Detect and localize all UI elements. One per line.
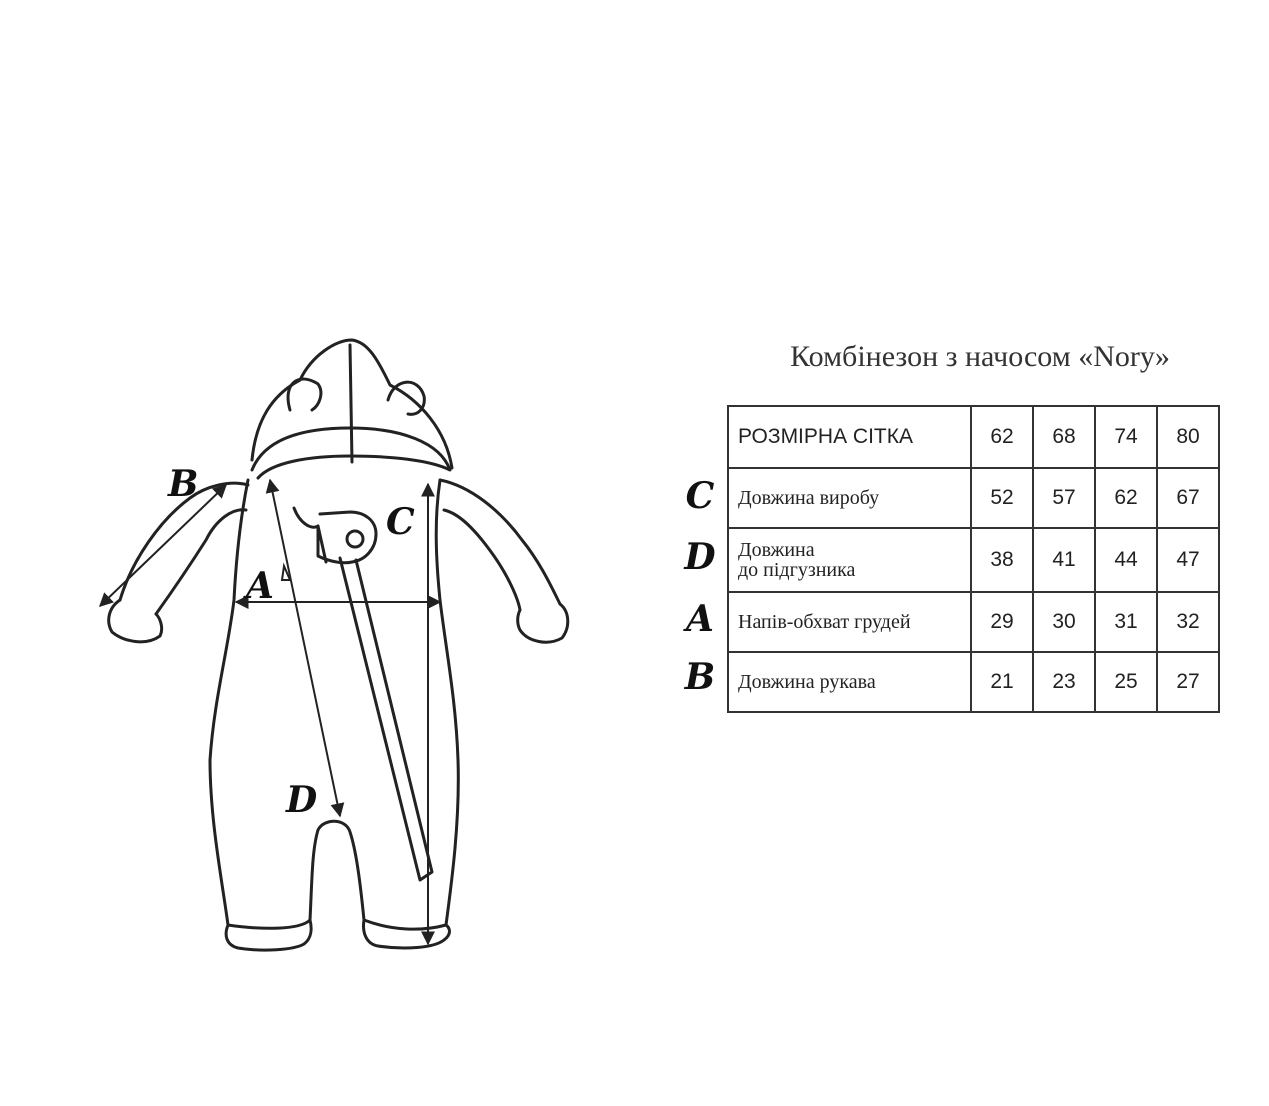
table-cell: 30 — [1032, 591, 1096, 653]
table-cell: 32 — [1156, 591, 1220, 653]
hood — [250, 338, 454, 470]
row-letter-b: B — [684, 656, 716, 698]
diagram-letter-a: A — [243, 565, 274, 607]
row-label: Довжина до підгузника — [727, 527, 972, 593]
row-letter-c: C — [685, 475, 715, 517]
right-leg-cuff — [362, 918, 451, 950]
table-cell: 29 — [970, 591, 1034, 653]
size-header: 74 — [1094, 405, 1158, 469]
size-chart-table: РОЗМІРНА СІТКА 62 68 74 80 Довжина вироб… — [727, 405, 1220, 713]
jumpsuit-diagram: B A C D — [98, 338, 570, 952]
table-cell: 44 — [1094, 527, 1158, 593]
right-ear — [386, 380, 426, 416]
table-row: Довжина рукава 21 23 25 27 — [727, 651, 1220, 713]
table-cell: 31 — [1094, 591, 1158, 653]
size-header: 68 — [1032, 405, 1096, 469]
table-cell: 52 — [970, 467, 1034, 529]
row-label: Довжина виробу — [727, 467, 972, 529]
size-header: 80 — [1156, 405, 1220, 469]
row-label-line2: до підгузника — [738, 559, 856, 581]
table-row: Довжина до підгузника 38 41 44 47 — [727, 527, 1220, 593]
zipper — [338, 556, 434, 882]
hood-inner — [250, 426, 452, 480]
right-cuff — [516, 602, 570, 644]
measure-b-line — [98, 484, 228, 607]
row-label-line1: Довжина — [738, 539, 815, 561]
diagram-letter-c: C — [386, 501, 415, 543]
row-letter-d: D — [684, 536, 716, 578]
diagram-letter-d: D — [285, 779, 317, 821]
chart-title: Комбінезон з начосом «Nory» — [790, 340, 1170, 373]
size-header: 62 — [970, 405, 1034, 469]
measure-d-line — [265, 478, 345, 818]
left-cuff — [107, 598, 164, 644]
table-cell: 47 — [1156, 527, 1220, 593]
table-cell: 62 — [1094, 467, 1158, 529]
table-cell: 21 — [970, 651, 1034, 713]
table-header-row: РОЗМІРНА СІТКА 62 68 74 80 — [727, 405, 1220, 469]
row-label: Напів-обхват грудей — [727, 591, 972, 653]
table-cell: 23 — [1032, 651, 1096, 713]
table-cell: 41 — [1032, 527, 1096, 593]
table-cell: 27 — [1156, 651, 1220, 713]
left-leg-cuff — [224, 918, 313, 952]
table-cell: 38 — [970, 527, 1034, 593]
header-label: РОЗМІРНА СІТКА — [727, 405, 972, 469]
row-label: Довжина рукава — [727, 651, 972, 713]
left-ear — [286, 377, 323, 412]
body-outline — [208, 478, 460, 931]
table-row: Напів-обхват грудей 29 30 31 32 — [727, 591, 1220, 653]
table-row: Довжина виробу 52 57 62 67 — [727, 467, 1220, 529]
diagram-letter-b: B — [167, 463, 198, 505]
table-cell: 25 — [1094, 651, 1158, 713]
right-sleeve — [438, 478, 562, 606]
table-cell: 57 — [1032, 467, 1096, 529]
row-letter-a: A — [686, 598, 714, 640]
table-cell: 67 — [1156, 467, 1220, 529]
